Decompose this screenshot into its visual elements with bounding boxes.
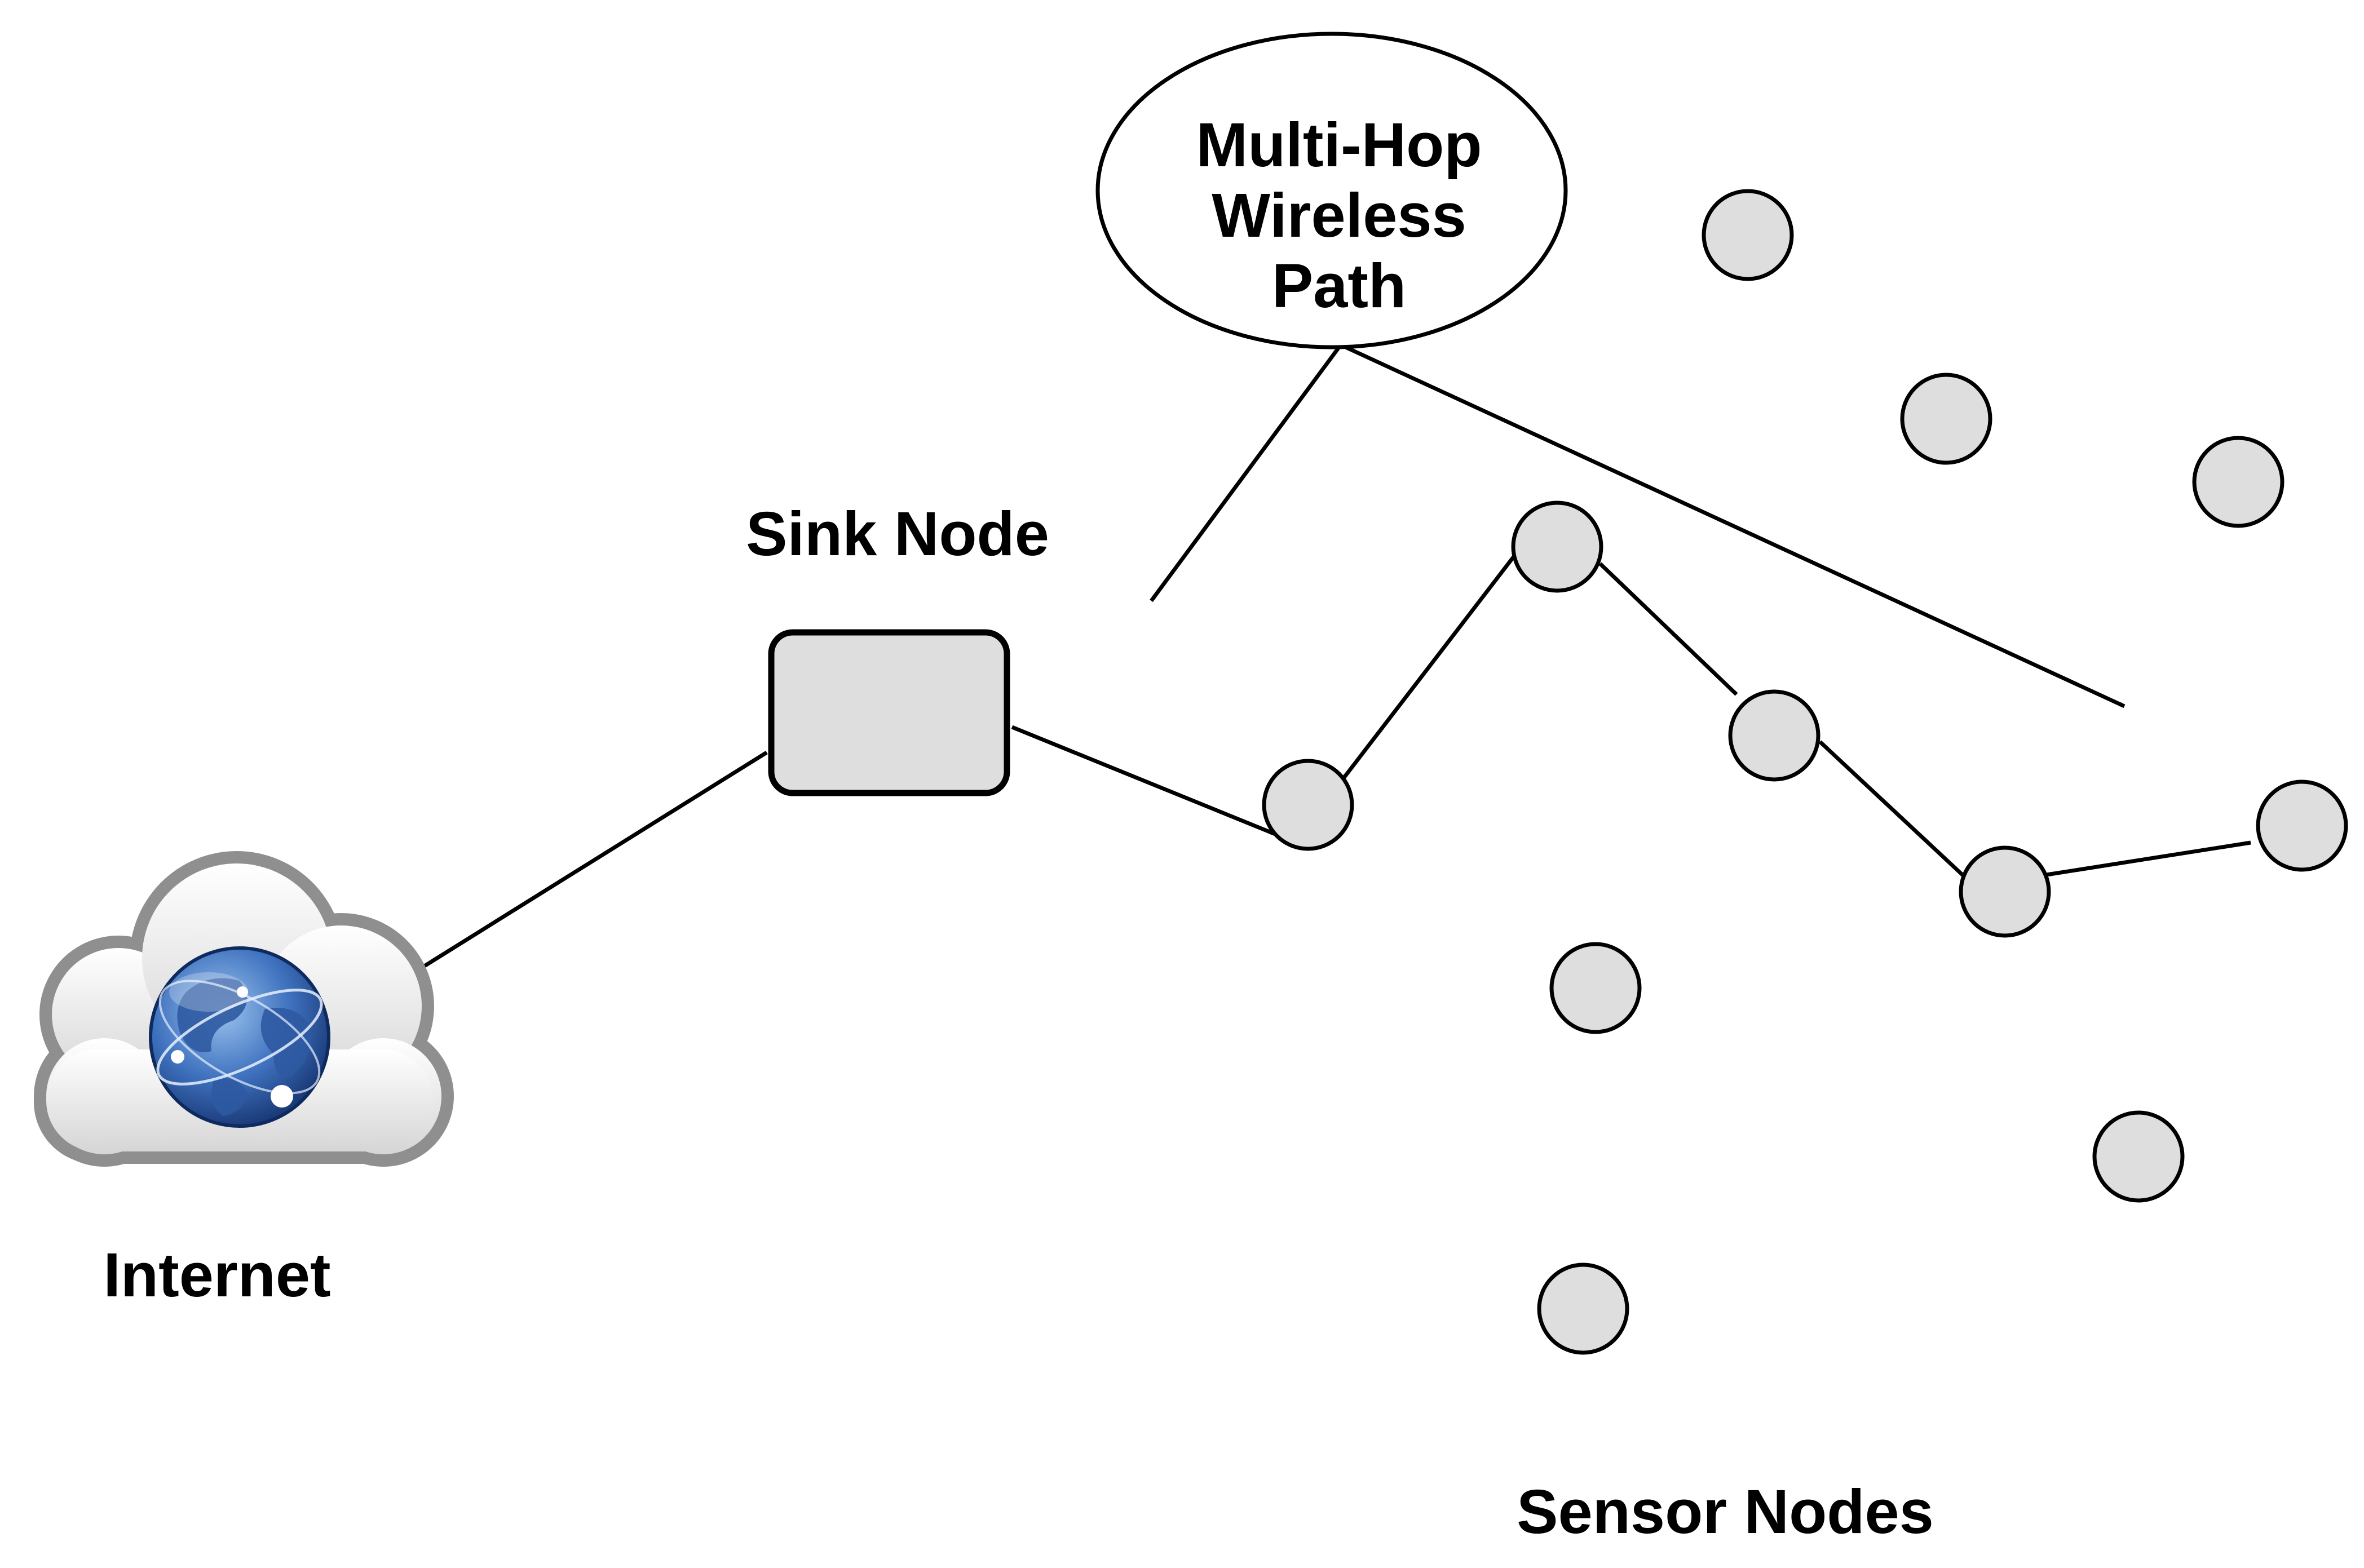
sensor-node bbox=[1549, 942, 1642, 1034]
sensor-node bbox=[2092, 1110, 2185, 1203]
callout-ellipse bbox=[1095, 32, 1568, 349]
link-node2-node3 bbox=[1598, 562, 1738, 696]
sensor-nodes-label: Sensor Nodes bbox=[1517, 1477, 1934, 1547]
link-node1-node2 bbox=[1341, 549, 1520, 781]
link-node3-node4 bbox=[1818, 740, 1967, 879]
sink-node-label: Sink Node bbox=[746, 499, 1049, 569]
sensor-nodes bbox=[1262, 189, 2348, 1355]
callout-label-line2: Wireless bbox=[1212, 181, 1466, 250]
sensor-node bbox=[2192, 436, 2285, 528]
internet-label: Internet bbox=[103, 1241, 330, 1310]
callout-pointer-right bbox=[1340, 343, 2126, 708]
globe-icon bbox=[149, 946, 330, 1128]
callout-label-line1: Multi-Hop bbox=[1196, 110, 1482, 180]
link-sink-node1 bbox=[1011, 725, 1276, 836]
sink-node bbox=[768, 629, 1010, 796]
sensor-node bbox=[1728, 689, 1820, 782]
link-internet-sink bbox=[391, 751, 768, 988]
sensor-node bbox=[1702, 189, 1794, 281]
link-node4-node5 bbox=[2046, 840, 2251, 877]
sensor-node bbox=[2256, 779, 2348, 872]
callout-label-line3: Path bbox=[1272, 251, 1406, 321]
sensor-node bbox=[1537, 1263, 1629, 1355]
sensor-node bbox=[1959, 845, 2051, 938]
sensor-node bbox=[1511, 500, 1603, 593]
callout-pointer-left bbox=[1150, 343, 1342, 603]
sensor-node bbox=[1262, 759, 1354, 851]
sensor-node bbox=[1900, 373, 1992, 465]
cloud-globe-icon bbox=[34, 851, 454, 1167]
connections bbox=[391, 343, 2251, 988]
